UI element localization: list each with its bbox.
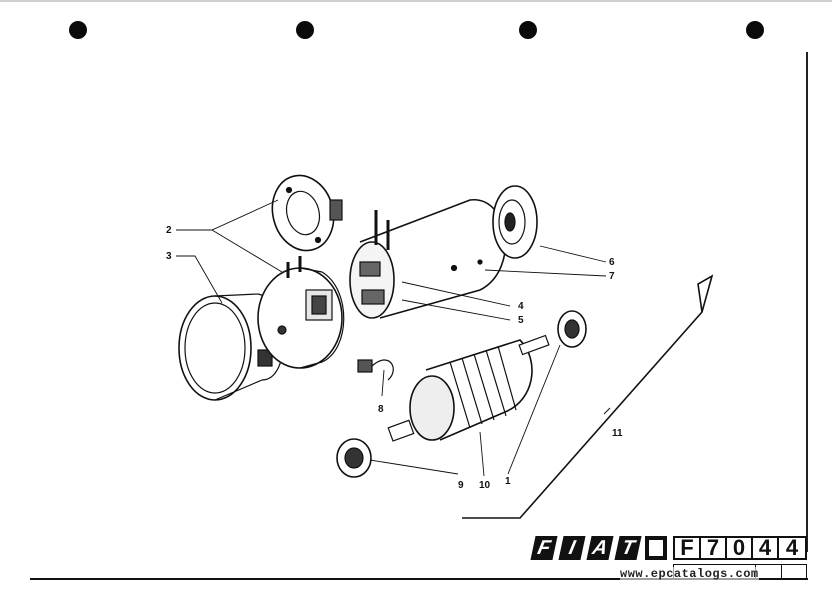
callout-3: 3	[166, 251, 172, 262]
code-char: 4	[753, 535, 779, 560]
code-char: 0	[727, 535, 753, 560]
drawing-code: F 7 0 4 4	[673, 535, 807, 560]
callout-11: 11	[612, 428, 623, 439]
part-6-end-cap	[492, 185, 538, 259]
callout-4: 4	[518, 301, 524, 312]
part-3-cover-band	[178, 293, 284, 401]
callout-9: 9	[458, 480, 464, 491]
code-char: 4	[785, 535, 799, 560]
logo-letter: I	[558, 536, 586, 560]
callout-10: 10	[479, 480, 491, 491]
logo-letter: A	[586, 536, 614, 560]
callout-5: 5	[518, 315, 524, 326]
top-border	[0, 0, 832, 2]
right-border	[806, 52, 808, 552]
leader-lines	[176, 199, 607, 477]
part-10-armature	[387, 334, 550, 442]
callout-7: 7	[609, 271, 615, 282]
callout-6: 6	[609, 257, 615, 268]
code-char: 7	[701, 535, 727, 560]
part-2-brush-plate	[271, 174, 343, 252]
logo-letter: F	[530, 536, 558, 560]
fiat-logo: F I A T	[530, 536, 669, 560]
binder-hole-3	[519, 21, 537, 39]
binder-hole-2	[296, 21, 314, 39]
logo-letter: T	[614, 536, 642, 560]
code-char: F	[675, 535, 701, 560]
callout-1: 1	[505, 476, 511, 487]
callout-2: 2	[166, 225, 172, 236]
binder-hole-1	[69, 21, 87, 39]
part-7-yoke	[349, 199, 507, 319]
part-2-end-housing	[257, 256, 345, 369]
logo-emblem-icon	[645, 536, 667, 560]
watermark-text: www.epcatalogs.com	[620, 567, 759, 581]
callout-8: 8	[378, 404, 384, 415]
part-9-bearing	[336, 438, 372, 478]
binder-hole-4	[746, 21, 764, 39]
part-8-brush	[357, 359, 394, 381]
bottom-border	[30, 578, 808, 580]
part-1-bearing	[557, 310, 587, 348]
part-11-outline	[462, 274, 714, 519]
